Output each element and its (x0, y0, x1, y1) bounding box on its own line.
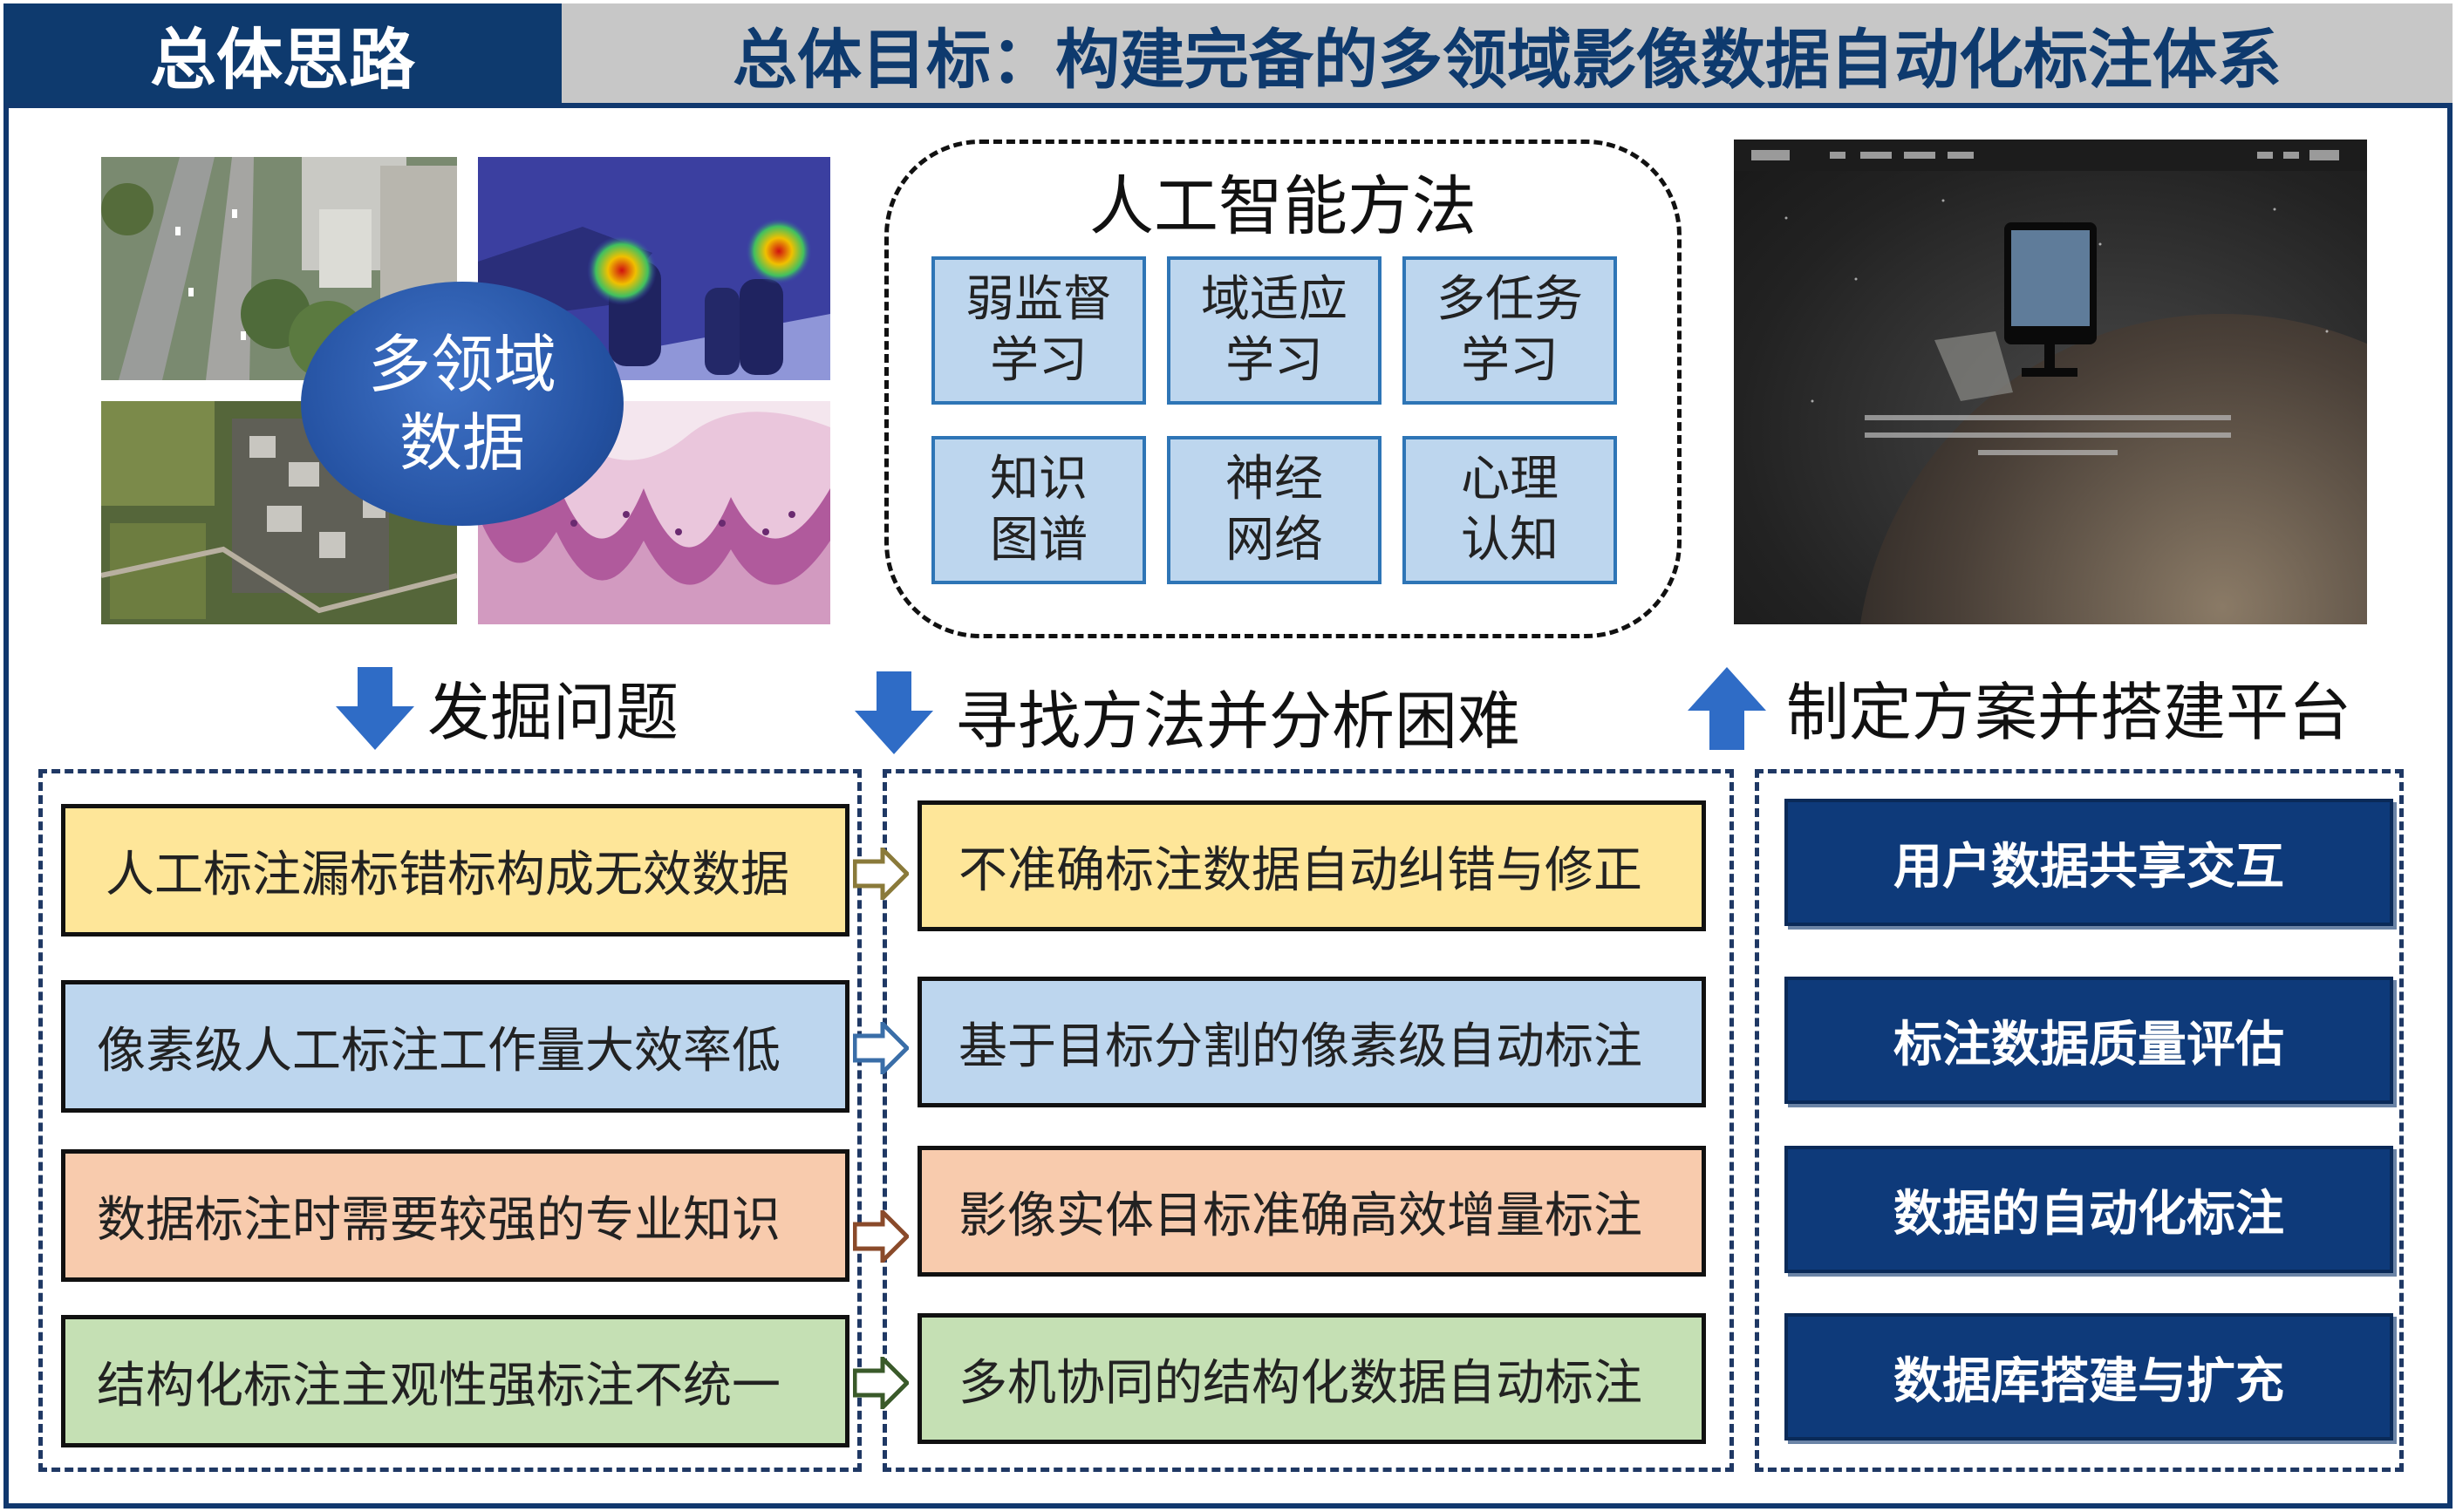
ai-cell-multi-task: 多任务 学习 (1402, 256, 1617, 405)
platform-column (1755, 769, 2404, 1472)
ai-cell-line2: 图谱 (990, 512, 1088, 569)
ai-cell-cognition: 心理 认知 (1402, 436, 1617, 584)
step-method-label: 寻找方法并分析困难 (955, 684, 1521, 758)
method-item: 不准确标注数据自动纠错与修正 (918, 800, 1706, 931)
platform-item: 数据库搭建与扩充 (1784, 1313, 2393, 1440)
ai-cell-neural-network: 神经 网络 (1167, 436, 1382, 584)
step-platform-label: 制定方案并搭建平台 (1786, 675, 2352, 749)
ai-cell-line2: 学习 (1225, 332, 1323, 389)
ai-cell-line1: 神经 (1225, 451, 1323, 507)
bubble-line2: 数据 (399, 406, 525, 480)
ai-cell-line1: 多任务 (1436, 271, 1583, 328)
ai-cell-line1: 心理 (1461, 451, 1559, 507)
platform-item: 数据的自动化标注 (1784, 1146, 2393, 1273)
problem-item: 数据标注时需要较强的专业知识 (61, 1149, 849, 1282)
connector-arrow-icon (852, 1206, 911, 1267)
step-discover-label: 发掘问题 (427, 675, 679, 749)
connector-arrow-icon (852, 1018, 911, 1079)
connector-arrow-icon (852, 1352, 911, 1413)
problem-item: 像素级人工标注工作量大效率低 (61, 980, 849, 1113)
problems-column (38, 769, 862, 1472)
method-item: 基于目标分割的像素级自动标注 (918, 977, 1706, 1107)
platform-screenshot (1734, 140, 2367, 624)
arrow-down-method-icon (855, 671, 933, 754)
photo-city-road (101, 157, 457, 380)
multi-domain-data-bubble: 多领域 数据 (301, 282, 624, 526)
bubble-line1: 多领域 (367, 328, 556, 401)
ai-cell-line2: 网络 (1225, 512, 1323, 569)
connector-arrow-icon (852, 843, 911, 904)
header-right-title: 总体目标：构建完备的多领域影像数据自动化标注体系 (562, 3, 2453, 105)
header-divider (3, 103, 2453, 108)
ai-cell-knowledge-graph: 知识 图谱 (931, 436, 1146, 584)
ai-cell-line2: 学习 (1461, 332, 1559, 389)
ai-methods-box (884, 140, 1682, 638)
ai-cell-line1: 域适应 (1201, 271, 1347, 328)
arrow-up-platform-icon (1688, 667, 1766, 750)
arrow-down-discover-icon (336, 667, 414, 750)
platform-item: 标注数据质量评估 (1784, 977, 2393, 1104)
ai-cell-line1: 知识 (990, 451, 1088, 507)
method-item: 多机协同的结构化数据自动标注 (918, 1313, 1706, 1444)
platform-item: 用户数据共享交互 (1784, 799, 2393, 926)
ai-cell-line2: 认知 (1461, 512, 1559, 569)
ai-cell-line2: 学习 (990, 332, 1088, 389)
problem-item: 人工标注漏标错标构成无效数据 (61, 804, 849, 936)
header-left-title: 总体思路 (3, 3, 562, 105)
ai-methods-title: 人工智能方法 (1089, 168, 1477, 244)
ai-cell-line1: 弱监督 (965, 271, 1112, 328)
ai-cell-weak-supervision: 弱监督 学习 (931, 256, 1146, 405)
methods-column (883, 769, 1734, 1472)
problem-item: 结构化标注主观性强标注不统一 (61, 1315, 849, 1447)
method-item: 影像实体目标准确高效增量标注 (918, 1146, 1706, 1277)
ai-cell-domain-adaptation: 域适应 学习 (1167, 256, 1382, 405)
